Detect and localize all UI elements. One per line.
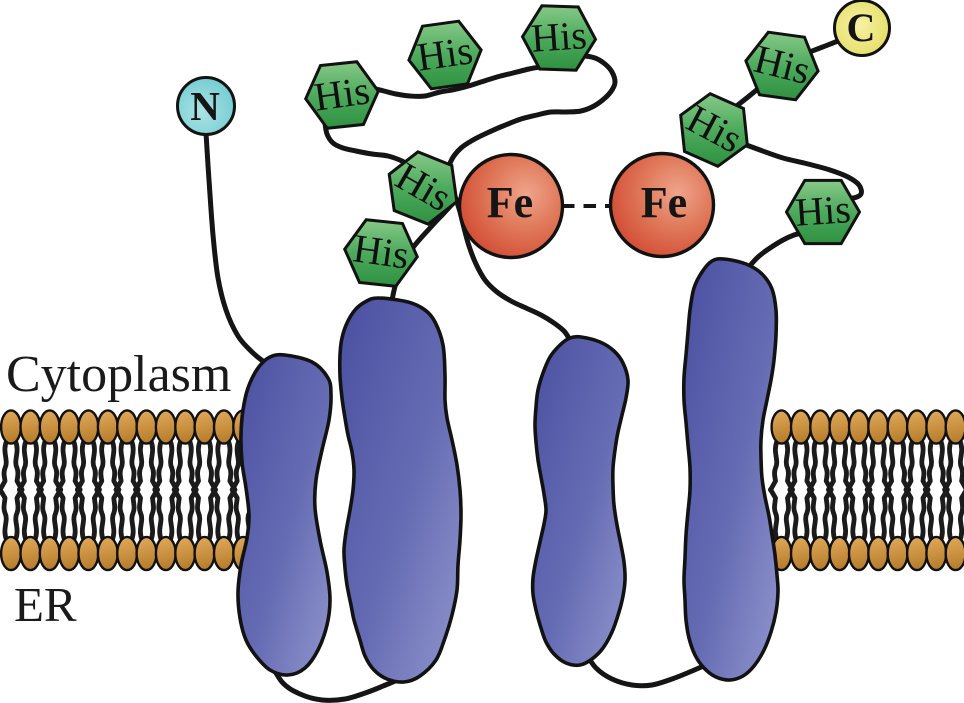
svg-text:C: C <box>847 5 876 50</box>
svg-text:Fe: Fe <box>487 178 533 227</box>
svg-text:Fe: Fe <box>641 178 687 227</box>
svg-text:His: His <box>530 12 589 61</box>
svg-text:His: His <box>351 225 412 277</box>
svg-text:Cytoplasm: Cytoplasm <box>6 346 231 403</box>
svg-text:His: His <box>794 186 853 235</box>
svg-text:His: His <box>311 67 372 119</box>
svg-text:N: N <box>190 83 220 129</box>
svg-text:ER: ER <box>14 577 77 632</box>
svg-text:His: His <box>414 27 475 79</box>
